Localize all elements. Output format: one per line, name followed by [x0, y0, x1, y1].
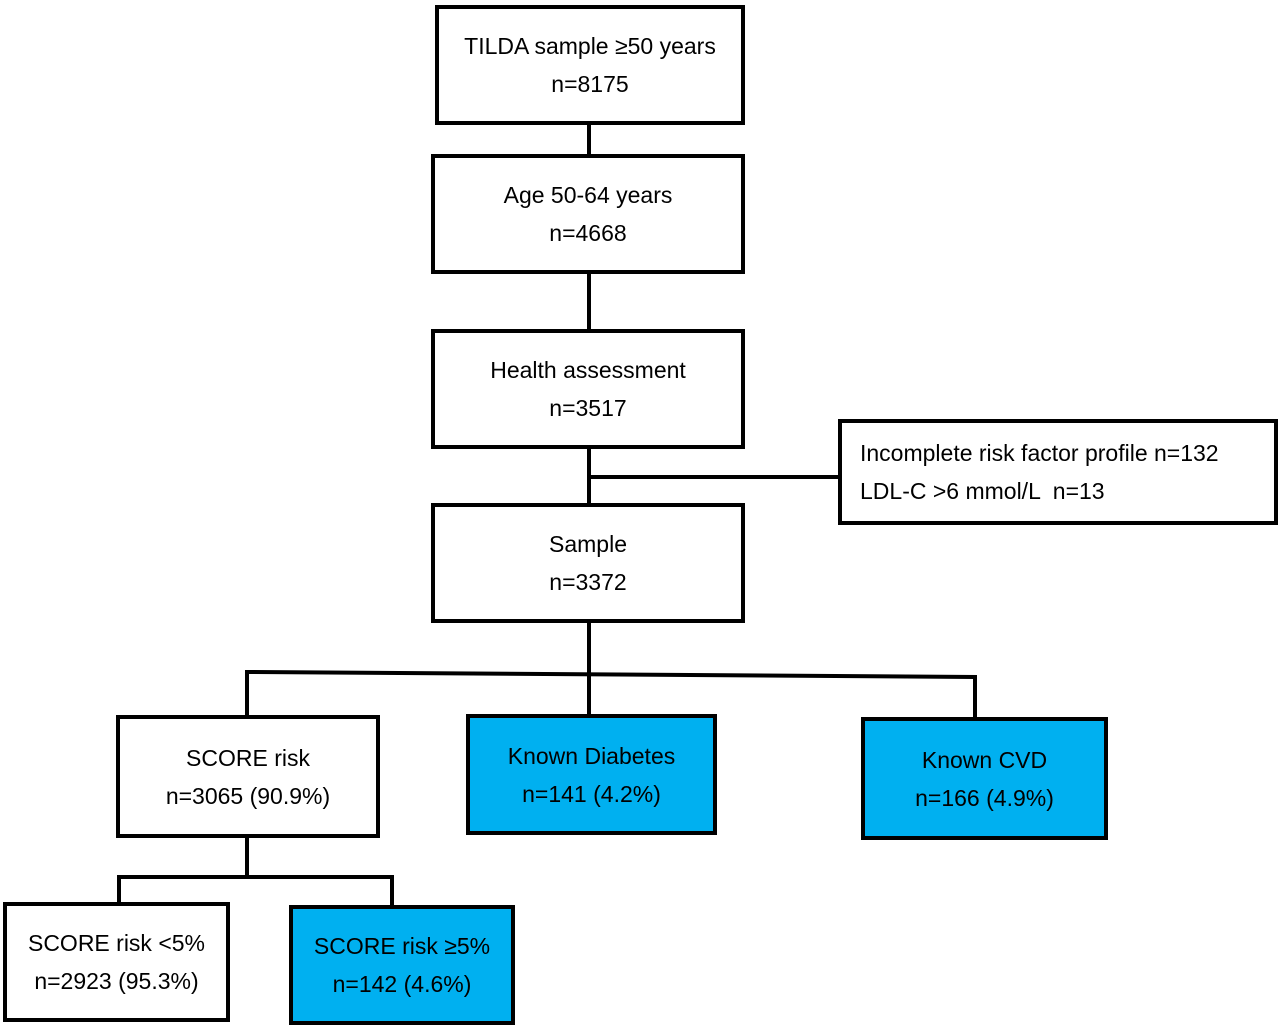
exclusion-ldl: LDL-C >6 mmol/L n=13	[860, 478, 1105, 504]
sample-box: Sample n=3372	[431, 503, 745, 623]
connector-three-way-bar	[245, 669, 977, 719]
tilda-sample-box: TILDA sample ≥50 years n=8175	[435, 5, 745, 125]
sample-count: n=3372	[549, 569, 627, 595]
connector-two-way-bar	[117, 875, 394, 906]
known-diabetes-count: n=141 (4.2%)	[522, 780, 661, 807]
health-assessment-label: Health assessment	[490, 357, 686, 383]
known-cvd-box: Known CVD n=166 (4.9%)	[861, 717, 1108, 840]
score-low-label: SCORE risk <5%	[27, 930, 205, 956]
age-box: Age 50-64 years n=4668	[431, 154, 745, 274]
age-count: n=4668	[549, 220, 627, 246]
health-assessment-box: Health assessment n=3517	[431, 329, 745, 449]
score-high-count: n=142 (4.6%)	[332, 971, 472, 997]
known-diabetes-box: Known Diabetes n=141 (4.2%)	[466, 714, 717, 835]
sample-label: Sample	[549, 531, 627, 557]
known-cvd-label: Known CVD	[921, 746, 1048, 773]
tilda-sample-label: TILDA sample ≥50 years	[464, 33, 716, 59]
score-high-label: SCORE risk ≥5%	[313, 933, 491, 959]
score-risk-label: SCORE risk	[186, 744, 310, 771]
score-risk-box: SCORE risk n=3065 (90.9%)	[116, 715, 380, 838]
score-risk-count: n=3065 (90.9%)	[165, 782, 331, 809]
exclusion-box: Incomplete risk factor profile n=132 LDL…	[838, 419, 1278, 525]
health-assessment-count: n=3517	[549, 395, 627, 421]
score-high-box: SCORE risk ≥5% n=142 (4.6%)	[289, 905, 515, 1025]
known-cvd-count: n=166 (4.9%)	[915, 784, 1054, 811]
age-label: Age 50-64 years	[503, 182, 673, 208]
exclusion-incomplete-profile: Incomplete risk factor profile n=132	[860, 440, 1219, 466]
score-low-box: SCORE risk <5% n=2923 (95.3%)	[3, 902, 230, 1022]
score-low-count: n=2923 (95.3%)	[34, 968, 199, 994]
tilda-sample-count: n=8175	[551, 71, 629, 97]
known-diabetes-label: Known Diabetes	[507, 742, 676, 769]
